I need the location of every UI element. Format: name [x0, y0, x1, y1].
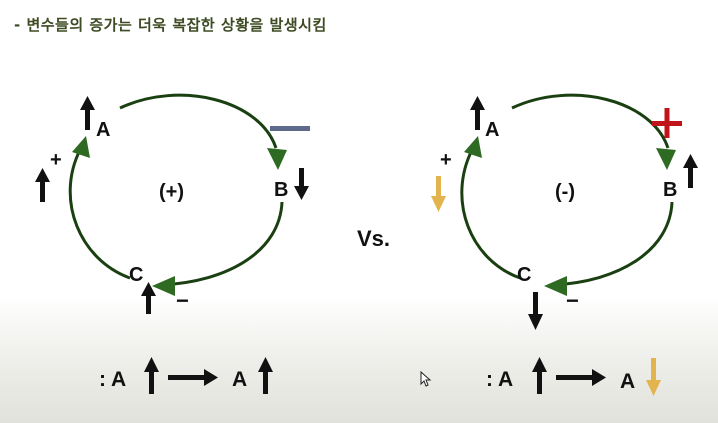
right-node-c: C — [517, 264, 531, 286]
left-minus-bar — [270, 126, 310, 131]
left-up-arrow-side — [35, 168, 50, 202]
left-center-sign: (+) — [159, 181, 184, 203]
right-arrowhead-c — [544, 276, 567, 296]
left-minus-sign: − — [176, 288, 189, 313]
right-arc-b-to-c — [551, 201, 674, 287]
right-plus-sign: + — [440, 149, 452, 171]
left-result-up-arrow-1 — [144, 357, 159, 394]
left-result: : A A — [99, 357, 273, 394]
left-up-arrow-a — [80, 96, 95, 130]
left-node-c: C — [129, 264, 143, 286]
vs-label: Vs. — [357, 226, 390, 251]
right-up-arrow-b — [683, 154, 698, 188]
right-result-down-arrow — [646, 358, 661, 396]
right-up-arrow-a — [470, 96, 485, 130]
right-minus-sign: − — [566, 288, 579, 313]
right-arrowhead-b — [656, 148, 676, 170]
right-arc-a-to-b — [511, 93, 670, 149]
right-red-plus-sign — [652, 108, 682, 138]
left-arrowhead-a — [72, 136, 90, 158]
left-arc-b-to-c — [159, 201, 284, 287]
right-result-target: A — [620, 370, 635, 393]
right-result-right-arrow — [556, 369, 606, 386]
left-result-up-arrow-2 — [258, 357, 273, 394]
right-down-arrow-side — [431, 176, 446, 212]
right-result-prefix: : A — [486, 368, 513, 391]
right-result: : A A — [486, 357, 661, 396]
right-down-arrow-c — [528, 292, 543, 330]
slide-title: - 변수들의 증가는 더욱 복잡한 상황을 발생시킴 — [14, 16, 327, 34]
left-arrowhead-b — [267, 148, 287, 170]
left-node-b: B — [274, 179, 288, 201]
right-loop: A B C (-) + − — [431, 93, 698, 330]
right-node-b: B — [663, 179, 677, 201]
right-result-up-arrow — [532, 357, 547, 394]
right-center-sign: (-) — [555, 181, 575, 203]
right-arc-c-to-a — [460, 149, 521, 280]
left-arc-a-to-b — [119, 93, 278, 149]
right-arrowhead-a — [464, 136, 482, 158]
mouse-cursor-icon — [420, 370, 432, 387]
left-up-arrow-c — [141, 282, 156, 314]
left-down-arrow-b — [294, 168, 309, 200]
left-loop: A B C (+) + − — [35, 93, 310, 314]
left-plus-sign: + — [50, 149, 62, 171]
left-arc-c-to-a — [68, 149, 131, 280]
right-node-a: A — [485, 119, 499, 141]
left-node-a: A — [96, 119, 110, 141]
left-arrowhead-c — [152, 276, 175, 296]
left-result-prefix: : A — [99, 368, 126, 391]
left-result-target: A — [232, 368, 247, 391]
left-result-right-arrow — [168, 369, 218, 386]
